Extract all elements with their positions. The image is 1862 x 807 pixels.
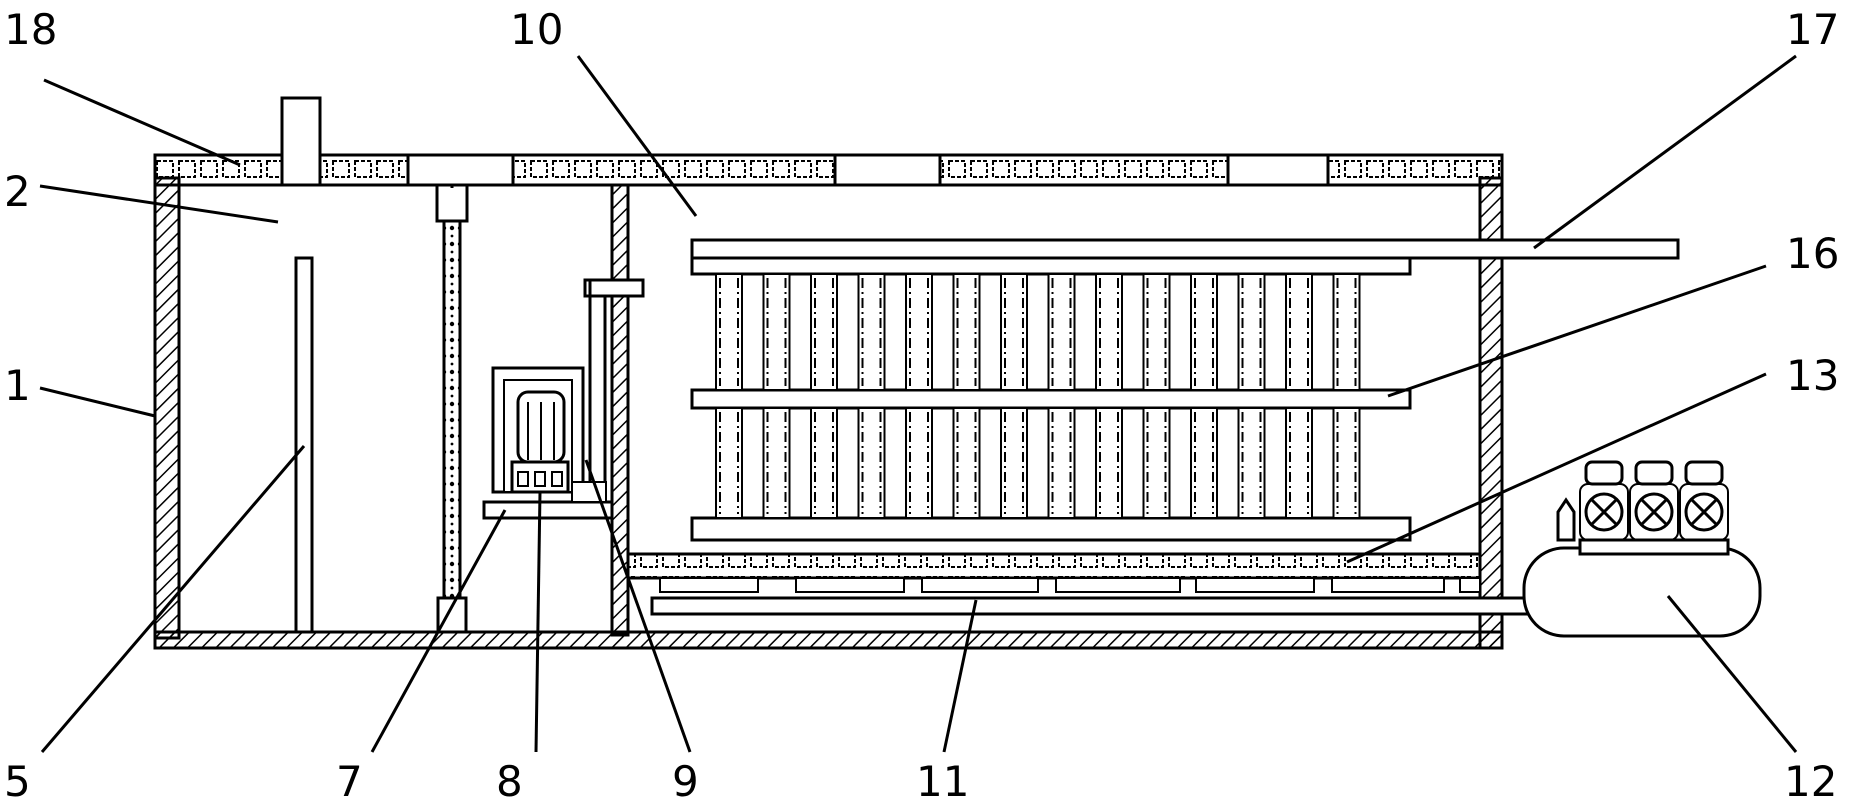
leader-9: [584, 459, 692, 753]
blower-base: [1578, 538, 1730, 556]
label-1: 1: [4, 361, 31, 410]
tank-body: [153, 96, 1762, 650]
leader-2: [39, 184, 279, 224]
pipe-elbow: [583, 278, 645, 298]
middle-plate: [690, 388, 1412, 410]
label-18: 18: [4, 5, 57, 54]
valve-icon: [1684, 460, 1724, 486]
cover-opening-3: [1226, 153, 1330, 187]
leader-lines: [39, 54, 1798, 753]
label-13: 13: [1786, 351, 1839, 400]
vent-pipe: [280, 96, 322, 187]
leader-7: [370, 509, 507, 753]
membrane-modules: [715, 273, 1361, 519]
number-labels: 18 2 1 5 10 7 8 9 11 12 13 16 17: [4, 5, 1839, 806]
leader-8: [534, 491, 542, 753]
label-11: 11: [916, 757, 969, 806]
label-9: 9: [672, 757, 699, 806]
valve-icon: [1584, 460, 1624, 486]
label-16: 16: [1786, 229, 1839, 278]
bottom-plate: [690, 516, 1412, 542]
shaft: [442, 219, 462, 603]
leader-12: [1666, 595, 1798, 753]
right-wall: [1478, 176, 1504, 650]
valve-icons: [1579, 460, 1729, 541]
cover-opening-2: [833, 153, 942, 187]
label-17: 17: [1786, 5, 1839, 54]
cover-opening-1: [406, 153, 515, 187]
air-pipe: [650, 596, 1530, 616]
aerator-segments: [659, 577, 1481, 593]
leader-5: [40, 445, 306, 753]
blower-tank: [1522, 546, 1762, 638]
inlet-pipe: [294, 256, 314, 634]
top-plate-inner: [690, 256, 1412, 276]
label-10: 10: [510, 5, 563, 54]
leader-1: [39, 386, 156, 418]
label-7: 7: [336, 757, 363, 806]
label-2: 2: [4, 167, 31, 216]
shaft-cap: [435, 183, 469, 223]
discharge-pipe: [588, 294, 607, 492]
leader-17: [1533, 54, 1797, 250]
leader-16: [1387, 264, 1767, 398]
top-plate: [690, 238, 1680, 260]
label-8: 8: [496, 757, 523, 806]
valve-icon: [1634, 460, 1674, 486]
label-12: 12: [1784, 757, 1837, 806]
leader-10: [576, 55, 698, 217]
leader-18: [43, 78, 241, 167]
leader-13: [1346, 372, 1767, 564]
aeration-grid: [626, 552, 1482, 580]
bottom-wall: [153, 630, 1504, 650]
left-wall: [153, 176, 181, 640]
leader-11: [942, 599, 978, 753]
pump-platform: [482, 500, 614, 520]
label-5: 5: [4, 757, 31, 806]
